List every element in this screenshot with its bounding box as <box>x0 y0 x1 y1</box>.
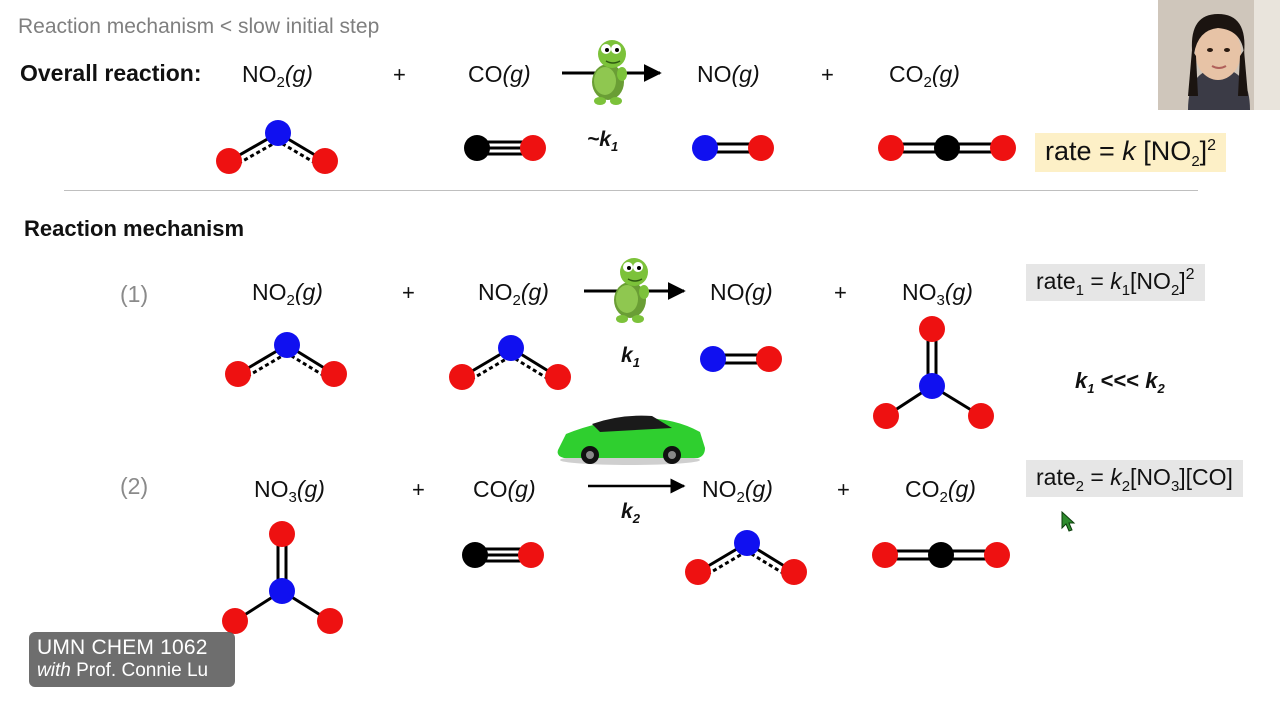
rate-constant-comparison: k1 <<< k2 <box>1075 368 1165 396</box>
turtle-icon-overall <box>591 39 628 106</box>
overall-no-molecule <box>692 135 774 161</box>
step1-number: (1) <box>120 281 149 307</box>
step1-rate-constant: k1 <box>621 344 640 370</box>
overall-plus-2: + <box>821 62 834 87</box>
overall-co-molecule <box>464 135 546 161</box>
step2-reactant-co: CO(g) <box>473 476 536 502</box>
step1-no2-molecule-b <box>449 335 571 390</box>
overall-plus-1: + <box>393 62 406 87</box>
step1-reactant-no2-b: NO2(g) <box>478 279 549 309</box>
overall-rate-law: rate = k [NO2]2 <box>1035 133 1227 172</box>
overall-product-co2: CO2(g) <box>889 61 960 91</box>
overall-no2-molecule <box>216 120 338 174</box>
step1-product-no: NO(g) <box>710 279 773 305</box>
step2-reactant-no3: NO3(g) <box>254 476 325 506</box>
step1-plus-2: + <box>834 280 847 305</box>
slide-subtitle: Reaction mechanism < slow initial step <box>18 15 380 38</box>
step1-plus-1: + <box>402 280 415 305</box>
mouse-cursor-icon <box>1061 510 1076 532</box>
watermark-instructor: with Prof. Connie Lu <box>37 660 209 681</box>
step1-no2-molecule-a <box>225 332 347 387</box>
presenter-webcam <box>1158 0 1280 110</box>
turtle-icon-step1 <box>613 257 650 324</box>
step2-rate-law: rate2 = k2[NO3][CO] <box>1026 460 1243 497</box>
sports-car-icon <box>557 415 705 465</box>
step2-product-no2: NO2(g) <box>702 476 773 506</box>
step1-no-molecule <box>700 346 782 372</box>
overall-reactant-co: CO(g) <box>468 61 531 87</box>
step2-plus-2: + <box>837 477 850 502</box>
step2-rate-constant: k2 <box>621 500 640 526</box>
step1-rate-law: rate1 = k1[NO2]2 <box>1026 264 1205 301</box>
overall-reaction-label: Overall reaction: <box>20 60 202 86</box>
course-watermark: UMN CHEM 1062 with Prof. Connie Lu <box>29 632 235 687</box>
step2-co2-molecule <box>872 542 1010 568</box>
step2-co-molecule <box>462 542 544 568</box>
step2-product-co2: CO2(g) <box>905 476 976 506</box>
overall-rate-constant: ~k1 <box>587 128 619 154</box>
step2-number: (2) <box>120 473 149 499</box>
step1-reactant-no2-a: NO2(g) <box>252 279 323 309</box>
step2-no2-molecule <box>685 530 807 585</box>
step2-no3-molecule <box>222 521 343 634</box>
overall-reactant-no2: NO2(g) <box>242 61 313 91</box>
section-divider <box>64 190 1198 191</box>
step1-product-no3: NO3(g) <box>902 279 973 309</box>
step1-no3-molecule <box>873 316 994 429</box>
step2-plus-1: + <box>412 477 425 502</box>
watermark-course: UMN CHEM 1062 <box>37 636 208 659</box>
presenter-avatar <box>1158 0 1280 110</box>
overall-product-no: NO(g) <box>697 61 760 87</box>
overall-co2-molecule <box>878 135 1016 161</box>
mechanism-title: Reaction mechanism <box>24 216 245 241</box>
